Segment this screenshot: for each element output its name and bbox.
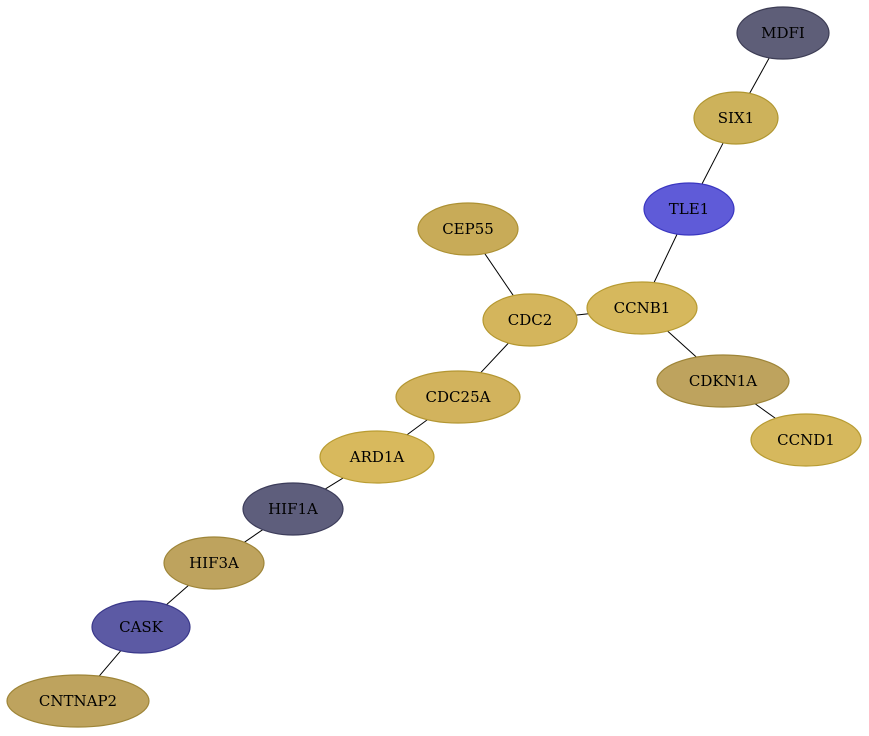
node-shape: [417, 202, 519, 256]
edge-cask-cntnap2: [98, 650, 122, 677]
node-cask[interactable]: CASK: [91, 600, 191, 654]
node-cntnap2[interactable]: CNTNAP2: [6, 674, 150, 728]
edge-six1-tle1: [701, 142, 724, 185]
node-shape: [643, 182, 735, 236]
node-six1[interactable]: SIX1: [693, 91, 779, 145]
node-label: CDC25A: [426, 388, 491, 406]
node-cdc25a[interactable]: CDC25A: [395, 370, 521, 424]
node-shape: [750, 413, 862, 467]
edge-cdkn1a-ccnd1: [754, 403, 776, 419]
node-shape: [319, 430, 435, 484]
node-label: CNTNAP2: [39, 692, 117, 710]
node-label: CASK: [119, 618, 164, 636]
node-cdc2[interactable]: CDC2: [482, 293, 578, 347]
edge-cdc2-cdc25a: [480, 342, 509, 374]
node-shape: [395, 370, 521, 424]
node-shape: [736, 6, 830, 60]
edge-cdc25a-ard1a: [406, 419, 428, 436]
node-label: CDKN1A: [689, 372, 757, 390]
node-mdfi[interactable]: MDFI: [736, 6, 830, 60]
node-label: TLE1: [669, 200, 709, 218]
node-shape: [482, 293, 578, 347]
node-label: HIF3A: [189, 554, 239, 572]
edge-layer: [98, 57, 776, 677]
node-label: HIF1A: [268, 500, 318, 518]
edge-tle1-ccnb1: [653, 233, 678, 283]
edge-ccnb1-cdkn1a: [667, 330, 697, 358]
node-shape: [6, 674, 150, 728]
node-label: CDC2: [508, 311, 553, 329]
node-hif3a[interactable]: HIF3A: [163, 536, 265, 590]
node-label: CEP55: [442, 220, 494, 238]
node-hif1a[interactable]: HIF1A: [242, 482, 344, 536]
node-ard1a[interactable]: ARD1A: [319, 430, 435, 484]
node-cdkn1a[interactable]: CDKN1A: [656, 354, 790, 408]
node-shape: [656, 354, 790, 408]
node-shape: [242, 482, 344, 536]
node-cep55[interactable]: CEP55: [417, 202, 519, 256]
edge-ard1a-hif1a: [324, 477, 344, 490]
edge-mdfi-six1: [749, 57, 770, 94]
node-label: SIX1: [718, 109, 754, 127]
node-label: CCNB1: [614, 299, 671, 317]
edge-cdc2-ccnb1: [576, 313, 589, 316]
edge-hif3a-cask: [166, 585, 189, 606]
node-shape: [693, 91, 779, 145]
node-shape: [163, 536, 265, 590]
node-ccnb1[interactable]: CCNB1: [586, 281, 698, 335]
node-ccnd1[interactable]: CCND1: [750, 413, 862, 467]
edge-hif1a-hif3a: [244, 529, 263, 543]
node-label: MDFI: [761, 24, 805, 42]
edge-cep55-cdc2: [484, 253, 514, 296]
node-label: CCND1: [777, 431, 835, 449]
node-label: ARD1A: [349, 448, 405, 466]
node-tle1[interactable]: TLE1: [643, 182, 735, 236]
node-shape: [586, 281, 698, 335]
node-shape: [91, 600, 191, 654]
